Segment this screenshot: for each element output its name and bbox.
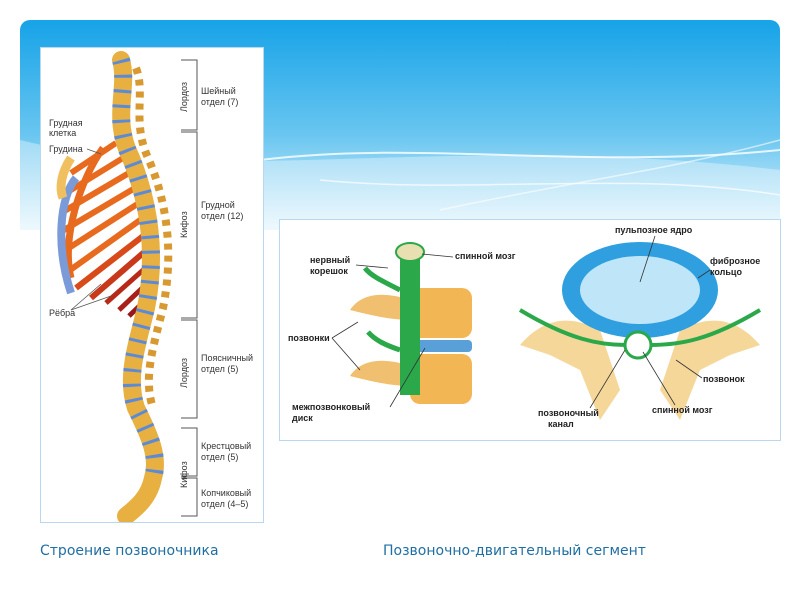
- annulus-label-1: фиброзное: [710, 256, 760, 266]
- disc-label-2: диск: [292, 413, 313, 423]
- lordosis-label-lumbar: Лордоз: [179, 358, 189, 388]
- section-coccygeal-name: Копчиковый: [201, 488, 251, 498]
- section-brackets: [181, 59, 198, 517]
- axial-view-vertebra: [518, 242, 762, 420]
- section-cervical-count: отдел (7): [201, 97, 238, 107]
- spinal-cord-label-top: спинной мозг: [455, 251, 516, 261]
- spine-column: [112, 51, 173, 525]
- canal-label-1: позвоночный: [538, 408, 599, 418]
- sternum-label: Грудина: [49, 144, 83, 154]
- kyphosis-label-sacral: Кифоз: [179, 461, 189, 488]
- caption-spine-structure: Строение позвоночника: [40, 543, 219, 559]
- ribs-graphic: [56, 140, 155, 318]
- nucleus-label: пульпозное ядро: [615, 225, 693, 235]
- lordosis-label-cervical: Лордоз: [179, 82, 189, 112]
- section-coccygeal-count: отдел (4–5): [201, 499, 248, 509]
- motion-segment-panel: нервный корешок спинной мозг позвонки ме…: [279, 219, 781, 441]
- section-lumbar-name: Поясничный: [201, 353, 253, 363]
- side-view-vertebrae: [350, 242, 472, 404]
- spine-illustration: Лордоз Кифоз Лордоз Кифоз Шейный отдел (…: [49, 51, 253, 525]
- section-cervical-name: Шейный: [201, 86, 236, 96]
- section-lumbar-count: отдел (5): [201, 364, 238, 374]
- chest-label-line1: Грудная: [49, 118, 83, 128]
- chest-label-line2: клетка: [49, 128, 76, 138]
- annulus-label-2: кольцо: [710, 267, 742, 277]
- section-sacral-count: отдел (5): [201, 452, 238, 462]
- nerve-root-label-2: корешок: [310, 266, 348, 276]
- canal-label-2: канал: [548, 419, 574, 429]
- kyphosis-label-thoracic: Кифоз: [179, 211, 189, 238]
- nerve-root-label-1: нервный: [310, 255, 350, 265]
- vertebra-label: позвонок: [703, 374, 745, 384]
- ribs-label: Рёбра: [49, 308, 75, 318]
- section-thoracic-name: Грудной: [201, 200, 235, 210]
- caption-motion-segment: Позвоночно-двигательный сегмент: [383, 543, 646, 559]
- disc-label-1: межпозвонковый: [292, 402, 370, 412]
- spine-structure-panel: Лордоз Кифоз Лордоз Кифоз Шейный отдел (…: [40, 47, 264, 525]
- section-thoracic-count: отдел (12): [201, 211, 243, 221]
- spinal-cord-label-bottom: спинной мозг: [652, 405, 713, 415]
- section-sacral-name: Крестцовый: [201, 441, 251, 451]
- motion-segment-illustration: нервный корешок спинной мозг позвонки ме…: [288, 225, 762, 429]
- vertebrae-label: позвонки: [288, 333, 330, 343]
